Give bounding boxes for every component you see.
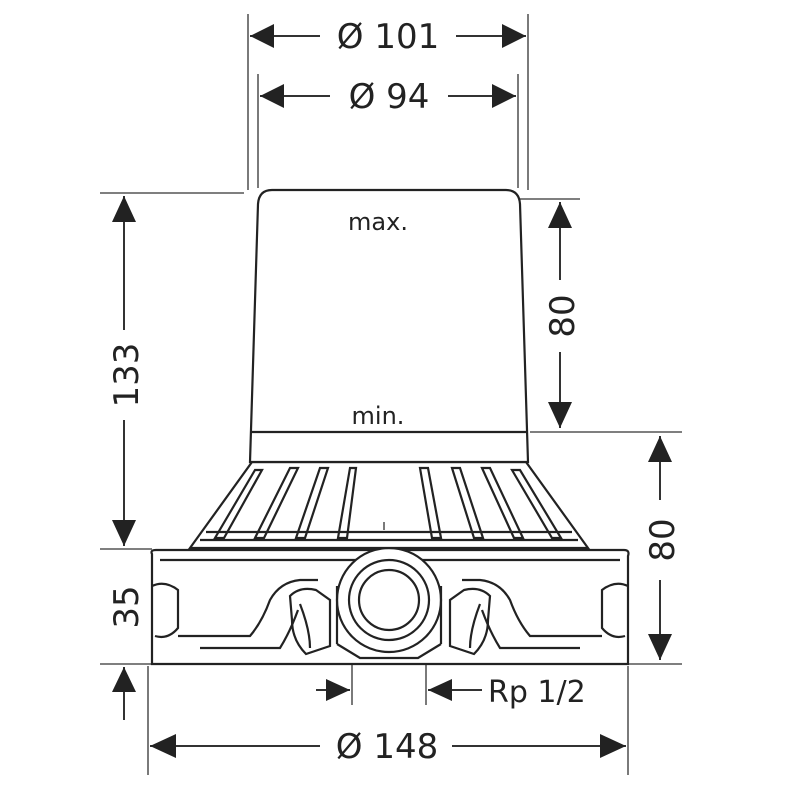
top-outer-diameter-label: Ø 101 [337,17,439,57]
dimension-top-inner [260,84,516,108]
dimension-thread [316,679,482,701]
dimension-base-diameter [150,734,626,758]
base-diameter-label: Ø 148 [336,727,438,767]
max-label: max. [348,208,408,236]
total-height-label: 133 [107,343,147,408]
right-height-label: 80 [643,518,683,561]
ribbed-collar [187,460,591,550]
dimension-right-height [648,436,672,660]
thread-label: Rp 1/2 [488,675,586,710]
dimension-adjust-range [548,202,572,428]
cap [248,188,530,464]
base-block [150,546,630,666]
dimension-base-height [112,667,136,720]
dimension-top-outer [250,24,526,48]
top-inner-diameter-label: Ø 94 [349,77,430,117]
adjust-range-label: 80 [543,294,583,337]
min-label: min. [352,402,405,430]
base-height-label: 35 [107,585,147,628]
dimension-total-height [112,196,136,546]
